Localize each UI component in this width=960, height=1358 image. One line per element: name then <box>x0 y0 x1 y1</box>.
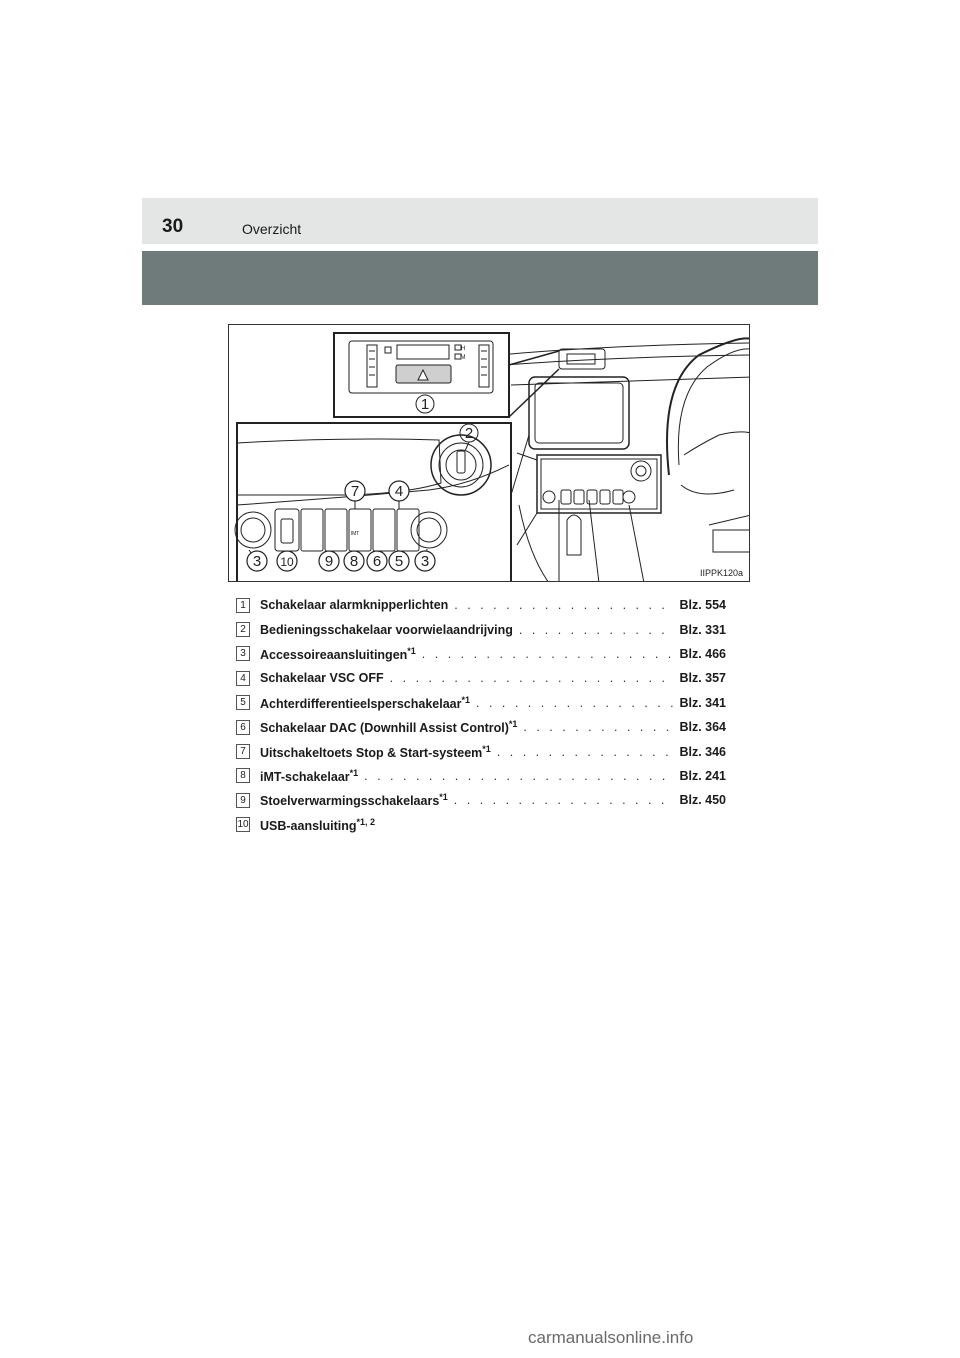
leader-dots <box>497 745 674 759</box>
item-label: Schakelaar VSC OFF <box>260 671 384 686</box>
list-item: 10 USB-aansluiting*1, 2 <box>236 813 726 837</box>
callout-10: 10 <box>280 555 294 569</box>
panel-label-imt: IMT <box>351 531 360 537</box>
footnote-marker: *1 <box>508 719 518 730</box>
leader-dots <box>422 647 674 661</box>
item-number: 8 <box>236 768 250 784</box>
item-number: 4 <box>236 670 250 686</box>
dashboard-figure: 1 2 7 4 3 10 9 8 6 5 3 H M IMT IIPPK120a <box>228 324 750 582</box>
list-item: 8 iMT-schakelaar*1 Blz. 241 <box>236 764 726 788</box>
list-item: 1 Schakelaar alarmknipperlichten Blz. 554 <box>236 593 726 617</box>
page-reference: Blz. 364 <box>679 720 726 735</box>
page-reference: Blz. 341 <box>679 695 726 710</box>
page-reference: Blz. 554 <box>679 598 726 613</box>
callout-6: 6 <box>373 553 381 570</box>
item-label: Schakelaar DAC (Downhill Assist Control)… <box>260 719 518 736</box>
leader-dots <box>364 769 673 783</box>
page-reference: Blz. 331 <box>679 622 726 637</box>
item-number: 5 <box>236 695 250 711</box>
callout-1: 1 <box>421 396 429 413</box>
callout-3-right: 3 <box>421 553 429 570</box>
leader-dots <box>519 623 674 637</box>
item-list: 1 Schakelaar alarmknipperlichten Blz. 554 2… <box>236 593 726 837</box>
panel-label-h: H <box>461 346 465 352</box>
item-number: 2 <box>236 622 250 638</box>
leader-dots <box>454 598 673 612</box>
page-reference: Blz. 450 <box>679 793 726 808</box>
item-label: Schakelaar alarmknipperlichten <box>260 598 449 613</box>
section-title: Overzicht <box>242 221 302 237</box>
footnote-marker: *1 <box>461 694 470 705</box>
page-reference: Blz. 346 <box>679 744 726 759</box>
item-label: Achterdifferentieelsperschakelaar*1 <box>260 694 470 711</box>
page-reference: Blz. 357 <box>679 671 726 686</box>
page-number: 30 <box>162 216 184 237</box>
item-label: Uitschakeltoets Stop & Start-systeem*1 <box>260 743 491 760</box>
item-number: 3 <box>236 646 250 662</box>
header-bar <box>142 198 818 244</box>
item-label: Bedieningsschakelaar voorwielaandrijving <box>260 622 513 637</box>
callout-4: 4 <box>395 483 403 500</box>
item-number: 10 <box>236 817 250 833</box>
leader-dots <box>390 671 674 685</box>
item-label: iMT-schakelaar*1 <box>260 767 359 784</box>
callout-9: 9 <box>325 553 333 570</box>
footnote-marker: *1 <box>407 645 416 656</box>
callout-5: 5 <box>395 553 403 570</box>
list-item: 3 Accessoireaansluitingen*1 Blz. 466 <box>236 642 726 666</box>
callout-8: 8 <box>350 553 358 570</box>
footnote-marker: *1 <box>482 743 491 754</box>
callout-2: 2 <box>465 425 473 442</box>
list-item: 7 Uitschakeltoets Stop & Start-systeem*1 B… <box>236 739 726 763</box>
item-label: Stoelverwarmingsschakelaars*1 <box>260 792 448 809</box>
item-label: Accessoireaansluitingen*1 <box>260 645 416 662</box>
item-number: 9 <box>236 792 250 808</box>
item-label: USB-aansluiting*1, 2 <box>260 816 376 833</box>
dashboard-illustration: 1 2 7 4 3 10 9 8 6 5 3 H M IMT <box>234 332 749 581</box>
leader-dots <box>523 720 673 734</box>
watermark: carmanualsonline.info <box>528 1328 694 1347</box>
page-reference: Blz. 241 <box>679 768 726 783</box>
title-band <box>142 251 818 305</box>
list-item: 9 Stoelverwarmingsschakelaars*1 Blz. 450 <box>236 788 726 812</box>
panel-label-m: M <box>461 355 466 361</box>
callout-7: 7 <box>351 483 359 500</box>
item-number: 1 <box>236 597 250 613</box>
list-item: 2 Bedieningsschakelaar voorwielaandrijvin… <box>236 617 726 641</box>
footnote-marker: *1 <box>439 792 448 803</box>
item-number: 7 <box>236 744 250 760</box>
callout-3-left: 3 <box>253 553 261 570</box>
footnote-marker: *1 <box>349 767 359 778</box>
list-item: 6 Schakelaar DAC (Downhill Assist Control… <box>236 715 726 739</box>
figure-code: IIPPK120a <box>699 568 743 578</box>
list-item: 5 Achterdifferentieelsperschakelaar*1 Blz.… <box>236 691 726 715</box>
footnote-marker: *1, 2 <box>356 816 376 827</box>
leader-dots <box>454 793 674 807</box>
item-number: 6 <box>236 719 250 735</box>
list-item: 4 Schakelaar VSC OFF Blz. 357 <box>236 666 726 690</box>
leader-dots <box>476 696 673 710</box>
page-reference: Blz. 466 <box>679 646 726 661</box>
